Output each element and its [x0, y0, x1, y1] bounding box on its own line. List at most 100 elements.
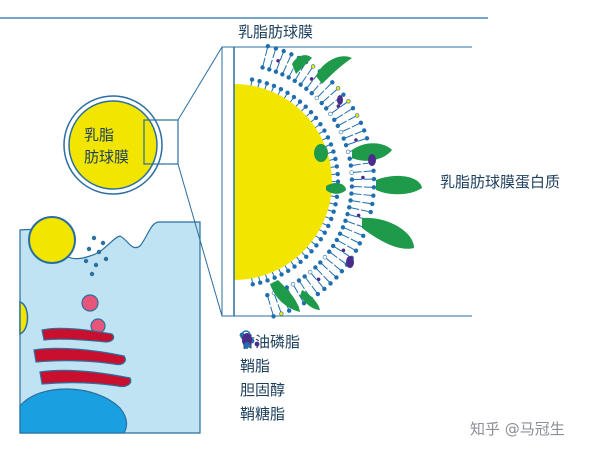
cholesterol-molecule — [276, 58, 280, 63]
lipid-head — [308, 109, 314, 115]
lipid-head — [345, 149, 351, 155]
lipid-head — [272, 275, 277, 280]
lipid-head — [335, 123, 340, 129]
glycosphingolipid-icon — [242, 333, 252, 348]
lipid-head — [281, 48, 286, 54]
lipid-head — [285, 90, 290, 96]
lipid-head — [328, 281, 333, 286]
fat-core — [234, 84, 332, 280]
lipid-head — [328, 142, 334, 147]
lipid-head — [314, 95, 320, 101]
lipid-head — [298, 82, 303, 87]
membrane-title: 乳脂肪球膜 — [238, 23, 314, 41]
globule-label-line2: 肪球膜 — [84, 148, 130, 166]
lipid-head — [348, 163, 354, 168]
lipid-head — [329, 216, 334, 222]
lipid-head — [341, 92, 346, 97]
cholesterol-molecule — [356, 213, 361, 218]
protein-label: 乳脂肪球膜蛋白质 — [440, 173, 561, 191]
lipid-head — [279, 272, 284, 277]
lipid-head — [273, 69, 279, 74]
lipid-head — [338, 129, 344, 135]
lipid-head — [332, 117, 337, 123]
lipid-head — [309, 91, 314, 96]
lipid-head — [280, 72, 285, 77]
lipid-head — [333, 202, 338, 207]
lipid-head — [315, 291, 321, 297]
protein-3 — [314, 144, 328, 162]
protein-5 — [376, 175, 422, 195]
zoom-panel-border — [221, 46, 235, 317]
lipid-head — [343, 218, 348, 224]
lipid-head — [314, 243, 319, 248]
cholesterol-molecule — [354, 138, 358, 142]
secretory-vesicles — [83, 235, 109, 277]
lipid-head — [313, 265, 318, 270]
lipid-head — [330, 80, 335, 85]
legend-label: 鞘糖脂 — [240, 404, 286, 423]
lipid-head — [371, 176, 377, 182]
lipid-head — [335, 171, 340, 177]
lipid-head — [265, 292, 270, 298]
lipid-head — [271, 314, 276, 319]
lipid-head — [370, 201, 375, 207]
cholesterol-molecule — [309, 77, 314, 81]
lipid-head — [322, 230, 327, 235]
secreted-fat-droplet — [28, 216, 76, 264]
lipid-head — [322, 128, 327, 133]
lipid-head — [309, 249, 314, 254]
lipid-head — [331, 209, 336, 214]
lipid-head — [271, 83, 277, 89]
lipid-head — [347, 156, 352, 161]
milk-fat-globule — [63, 95, 179, 195]
edge-fat-droplet — [19, 300, 29, 336]
lipid-head — [371, 168, 376, 173]
lipid-head — [267, 67, 272, 72]
lipid-head — [265, 278, 270, 283]
cholesterol-molecule — [316, 277, 321, 282]
lipid-head — [333, 156, 338, 162]
lipid-head — [322, 255, 328, 260]
lipid-head — [290, 281, 296, 287]
lipid-head — [265, 43, 271, 49]
lipid-head — [345, 211, 350, 217]
lipid-head — [260, 65, 265, 70]
cholesterol-molecule — [336, 104, 341, 108]
lipid-head — [318, 121, 323, 127]
lipid-head — [325, 135, 331, 140]
globule-label: 乳脂 肪球膜 — [84, 124, 129, 168]
protein-2 — [292, 55, 312, 74]
lipid-head — [318, 260, 323, 265]
nucleus — [19, 388, 128, 434]
lipid-head — [250, 282, 255, 287]
lipid-head — [341, 136, 346, 141]
lipid-head — [257, 78, 262, 84]
lipid-head — [346, 99, 351, 104]
lipid-head — [339, 269, 345, 274]
lipid-head — [334, 164, 340, 169]
lipid-head — [319, 100, 324, 106]
lipid-head — [291, 94, 297, 100]
lipid-head — [297, 99, 303, 104]
lipid-head — [349, 170, 354, 175]
lipid-head — [303, 104, 308, 109]
zoom-line-upper — [177, 46, 223, 121]
lipid-head — [361, 128, 367, 133]
lipid-head — [349, 177, 355, 182]
lipid-head — [326, 223, 331, 229]
lipid-head — [354, 113, 360, 118]
membrane-proteins — [270, 55, 422, 312]
lipid-head — [331, 149, 336, 154]
glycolipids — [337, 95, 376, 268]
watermark: 知乎 @马冠生 — [470, 420, 565, 438]
lipid-head — [304, 86, 309, 91]
lipid-head — [357, 241, 363, 246]
golgi-apparatus — [33, 327, 132, 388]
lipid-head — [361, 233, 366, 239]
lipid-head — [286, 75, 291, 80]
lipid-head — [371, 193, 376, 198]
lipid-head — [330, 243, 336, 249]
secretory-cell — [19, 216, 201, 434]
lipid-head — [350, 106, 356, 111]
